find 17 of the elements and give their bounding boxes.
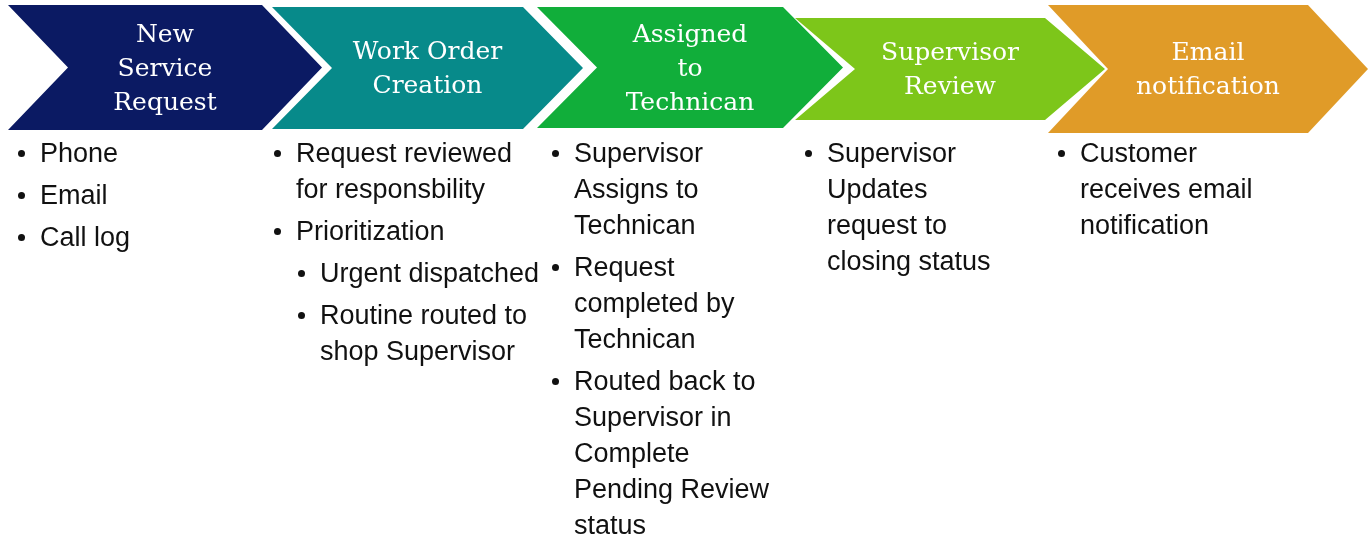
step-title: Work Order Creation <box>352 35 503 101</box>
bullet-item: Routine routed to shop Supervisor <box>320 299 529 368</box>
bullet-item: Customer receives email notification <box>1080 137 1254 242</box>
bullet-item: Prioritization <box>296 215 446 248</box>
bullet-item: Email <box>40 179 109 212</box>
bullet-item: Supervisor Updates request to closing status <box>827 137 992 278</box>
bullet-item: Supervisor Assigns to Technican <box>574 137 705 242</box>
bullet-item: Routed back to Supervisor in Complete Pending Review status <box>574 365 771 539</box>
step-title: Supervisor Review <box>880 36 1020 102</box>
bullet-item: Phone <box>40 137 120 170</box>
bullet-item: Call log <box>40 221 132 254</box>
bullet-item: Request completed by Technican <box>574 251 736 356</box>
step-title: Assigned to Technican <box>624 17 756 118</box>
bullet-item: Request reviewed for responsbility <box>296 137 514 206</box>
bullet-item: Urgent dispatched <box>320 257 541 290</box>
step-title: Email notification <box>1135 36 1281 102</box>
step-title: New Service Request <box>112 17 218 118</box>
